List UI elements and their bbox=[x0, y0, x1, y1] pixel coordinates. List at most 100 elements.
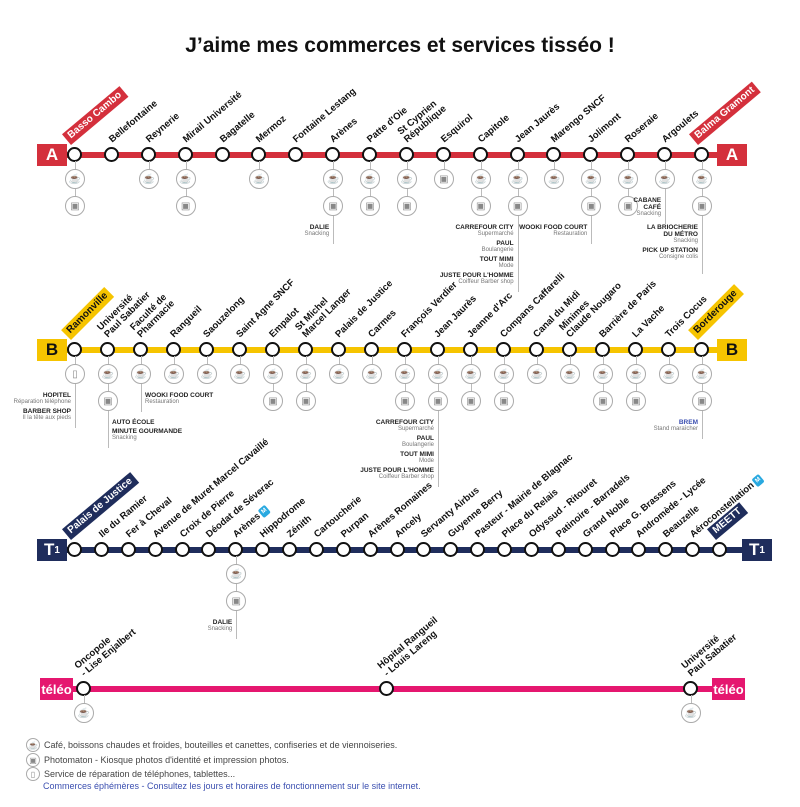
t1-station-marker[interactable] bbox=[362, 542, 378, 557]
a-station-marker[interactable] bbox=[435, 147, 451, 162]
t1-station-marker[interactable] bbox=[147, 542, 163, 557]
teleo-station-label[interactable]: Université Paul Sabatier bbox=[680, 625, 740, 679]
a-station-marker[interactable] bbox=[140, 147, 156, 162]
t1-station-marker[interactable] bbox=[228, 542, 244, 557]
t1-station-marker[interactable] bbox=[523, 542, 539, 557]
t1-station-marker[interactable] bbox=[67, 542, 82, 557]
a-station-marker[interactable] bbox=[214, 147, 230, 162]
t1-station-marker[interactable] bbox=[416, 542, 432, 557]
photobooth-icon: ▣ bbox=[692, 391, 712, 411]
b-station-label[interactable]: La Vache bbox=[630, 303, 667, 340]
teleo-station-marker[interactable] bbox=[76, 681, 91, 696]
photobooth-icon: ▣ bbox=[323, 196, 344, 216]
b-station-marker[interactable] bbox=[265, 342, 280, 357]
a-station-label[interactable]: Fontaine Lestang bbox=[291, 86, 359, 145]
a-station-marker[interactable] bbox=[509, 147, 525, 162]
coffee-cup-icon: ☕ bbox=[263, 364, 283, 384]
t1-station-marker[interactable] bbox=[658, 542, 674, 557]
a-station-marker[interactable] bbox=[472, 147, 488, 162]
b-station-marker[interactable] bbox=[595, 342, 610, 357]
t1-station-marker[interactable] bbox=[443, 542, 459, 557]
a-station-marker[interactable] bbox=[620, 147, 636, 162]
t1-station-marker[interactable] bbox=[335, 542, 351, 557]
teleo-station-label[interactable]: Oncopole - Lise Enjalbert bbox=[73, 620, 139, 679]
t1-station-marker[interactable] bbox=[201, 542, 217, 557]
b-station-marker[interactable] bbox=[496, 342, 511, 357]
a-station-label[interactable]: Balma Gramont bbox=[689, 81, 762, 145]
t1-station-marker[interactable] bbox=[308, 542, 324, 557]
b-station-marker[interactable] bbox=[133, 342, 148, 357]
b-station-marker[interactable] bbox=[694, 342, 709, 357]
a-station-label[interactable]: Mermoz bbox=[254, 113, 289, 145]
b-station-marker[interactable] bbox=[331, 342, 346, 357]
a-station-marker[interactable] bbox=[288, 147, 304, 162]
a-station-label[interactable]: Esquirol bbox=[439, 112, 475, 145]
b-station-label[interactable]: Rangueil bbox=[168, 304, 204, 340]
b-station-marker[interactable] bbox=[364, 342, 379, 357]
b-station-marker[interactable] bbox=[628, 342, 643, 357]
b-station-marker[interactable] bbox=[562, 342, 577, 357]
b-station-marker[interactable] bbox=[67, 342, 82, 357]
teleo-station-marker[interactable] bbox=[379, 681, 394, 696]
photobooth-icon: ▣ bbox=[593, 391, 613, 411]
b-station-marker[interactable] bbox=[397, 342, 412, 357]
phone-repair-icon: ▯ bbox=[26, 767, 40, 781]
t1-station-marker[interactable] bbox=[497, 542, 512, 557]
a-station-marker[interactable] bbox=[694, 147, 709, 162]
a-station-label[interactable]: Arènes bbox=[328, 116, 360, 145]
b-station-marker[interactable] bbox=[463, 342, 478, 357]
a-station-label[interactable]: Reynerie bbox=[144, 111, 182, 145]
a-station-marker[interactable] bbox=[67, 147, 82, 162]
t1-station-marker[interactable] bbox=[255, 542, 271, 557]
t1-station-marker[interactable] bbox=[93, 542, 109, 557]
teleo-line-badge-right: téléo bbox=[712, 678, 745, 700]
coffee-cup-icon: ☕ bbox=[470, 169, 491, 189]
coffee-cup-icon: ☕ bbox=[395, 364, 415, 384]
a-station-marker[interactable] bbox=[362, 147, 378, 162]
t1-station-marker[interactable] bbox=[389, 542, 405, 557]
t1-station-marker[interactable] bbox=[685, 542, 701, 557]
a-station-marker[interactable] bbox=[103, 147, 119, 162]
b-station-marker[interactable] bbox=[232, 342, 247, 357]
a-station-marker[interactable] bbox=[398, 147, 414, 162]
b-station-marker[interactable] bbox=[100, 342, 115, 357]
t1-station-marker[interactable] bbox=[550, 542, 566, 557]
b-station-marker[interactable] bbox=[298, 342, 313, 357]
t1-station-marker[interactable] bbox=[470, 542, 486, 557]
a-station-marker[interactable] bbox=[546, 147, 562, 162]
a-station-label[interactable]: Bagatelle bbox=[217, 109, 256, 145]
a-station-marker[interactable] bbox=[251, 147, 267, 162]
a-station-marker[interactable] bbox=[583, 147, 599, 162]
t1-station-marker[interactable] bbox=[282, 542, 297, 557]
shop-name: MINUTE GOURMANDE bbox=[112, 428, 183, 435]
t1-station-marker[interactable] bbox=[604, 542, 620, 557]
teleo-station-label[interactable]: Hôpital Rangueil - Louis Lareng bbox=[376, 615, 446, 679]
b-station-marker[interactable] bbox=[529, 342, 544, 357]
t1-station-marker[interactable] bbox=[174, 542, 190, 557]
a-station-marker[interactable] bbox=[657, 147, 673, 162]
a-station-marker[interactable] bbox=[325, 147, 341, 162]
photobooth-icon: ▣ bbox=[507, 196, 528, 216]
t1-station-marker[interactable] bbox=[631, 542, 647, 557]
t1-station-marker[interactable] bbox=[712, 542, 727, 557]
a-station-marker[interactable] bbox=[177, 147, 193, 162]
t1-station-marker[interactable] bbox=[577, 542, 593, 557]
b-station-marker[interactable] bbox=[661, 342, 676, 357]
photobooth-icon: ▣ bbox=[396, 196, 417, 216]
b-station-label[interactable]: Saint Agne SNCF bbox=[234, 277, 297, 340]
a-station-label[interactable]: Roseraie bbox=[623, 111, 661, 145]
b-station-label[interactable]: Carmes bbox=[366, 308, 398, 340]
station-name: Fontaine Lestang bbox=[291, 86, 359, 145]
coffee-cup-icon: ☕ bbox=[659, 364, 679, 384]
a-station-label[interactable]: Jolimont bbox=[586, 111, 623, 145]
b-station-marker[interactable] bbox=[199, 342, 214, 357]
t1-station-marker[interactable] bbox=[120, 542, 136, 557]
b-station-marker[interactable] bbox=[166, 342, 181, 357]
b-station-marker[interactable] bbox=[430, 342, 445, 357]
teleo-station-marker[interactable] bbox=[683, 681, 698, 696]
b-station-label[interactable]: François Verdier bbox=[399, 280, 459, 340]
a-station-label[interactable]: Capitole bbox=[476, 112, 512, 145]
